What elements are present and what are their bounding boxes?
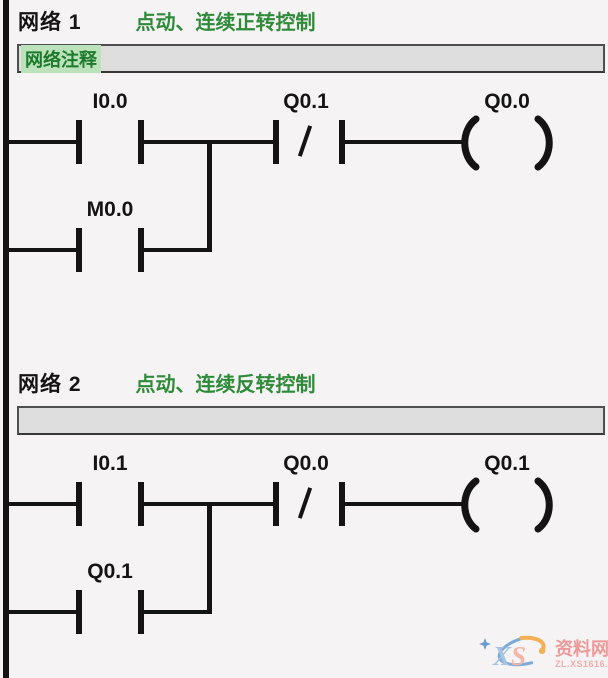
network-description: 点动、连续反转控制 (135, 374, 316, 396)
xs-logo-icon: XS (479, 635, 546, 671)
branch-junction-wire (207, 140, 212, 252)
contact-bar (76, 228, 82, 272)
sparkle-icon (479, 638, 491, 650)
branch-junction-wire (207, 502, 212, 614)
branch-no-contact[interactable]: Q0.1 (60, 560, 160, 645)
output-coil[interactable]: Q0.1 (452, 452, 562, 537)
svg-text:XS: XS (492, 641, 526, 671)
output-coil[interactable]: Q0.0 (452, 90, 562, 175)
contact-bar (76, 590, 82, 634)
network-1-comment-bar[interactable]: 网络注释 (17, 44, 605, 73)
operand-label[interactable]: Q0.0 (484, 90, 530, 113)
coil-parentheses-icon (461, 477, 553, 533)
no-contact[interactable]: I0.0 (60, 90, 160, 175)
network-2-comment-bar[interactable] (17, 406, 605, 435)
watermark-site-name: 资料网 (555, 639, 608, 659)
branch-wire-segment (4, 248, 78, 252)
contact-bar (339, 120, 345, 164)
nc-contact[interactable]: Q0.1 (256, 90, 356, 175)
watermark-site-url: ZL.XS1616.COM (555, 659, 608, 669)
coil-parentheses-icon (461, 115, 553, 171)
network-1: 网络 1 点动、连续正转控制 网络注释 I0.0 Q0.1 Q0.0 (4, 6, 605, 283)
contact-bar (138, 590, 144, 634)
nc-slash-icon (297, 487, 313, 519)
contact-bar (273, 120, 279, 164)
network-number: 网络 2 (18, 373, 82, 396)
network-description: 点动、连续正转控制 (135, 12, 316, 34)
contact-bar (138, 120, 144, 164)
nc-contact[interactable]: Q0.0 (256, 452, 356, 537)
operand-label[interactable]: I0.0 (92, 90, 128, 113)
branch-wire-segment (142, 248, 212, 252)
operand-label[interactable]: Q0.0 (283, 452, 329, 475)
contact-bar (76, 482, 82, 526)
network-1-title[interactable]: 网络 1 点动、连续正转控制 (18, 6, 316, 36)
power-rail (3, 0, 9, 678)
wire-segment (4, 140, 78, 144)
wire-segment (343, 140, 466, 144)
wire-segment (343, 502, 466, 506)
branch-no-contact[interactable]: M0.0 (60, 198, 160, 283)
operand-label[interactable]: Q0.1 (87, 560, 133, 583)
contact-bar (76, 120, 82, 164)
network-comment-text: 网络注释 (21, 44, 101, 73)
no-contact[interactable]: I0.1 (60, 452, 160, 537)
contact-bar (273, 482, 279, 526)
branch-wire-segment (142, 610, 212, 614)
wire-segment (4, 502, 78, 506)
network-2-title[interactable]: 网络 2 点动、连续反转控制 (18, 368, 316, 398)
contact-bar (138, 228, 144, 272)
operand-label[interactable]: M0.0 (86, 198, 134, 221)
operand-label[interactable]: Q0.1 (484, 452, 530, 475)
nc-slash-icon (297, 125, 313, 157)
watermark-logo: XS 资料网 ZL.XS1616.COM (470, 628, 608, 678)
contact-bar (138, 482, 144, 526)
network-2: 网络 2 点动、连续反转控制 I0.1 Q0.0 Q0.1 (0, 362, 608, 678)
operand-label[interactable]: Q0.1 (283, 90, 329, 113)
contact-bar (339, 482, 345, 526)
branch-wire-segment (4, 610, 78, 614)
network-number: 网络 1 (18, 11, 82, 34)
operand-label[interactable]: I0.1 (92, 452, 128, 475)
